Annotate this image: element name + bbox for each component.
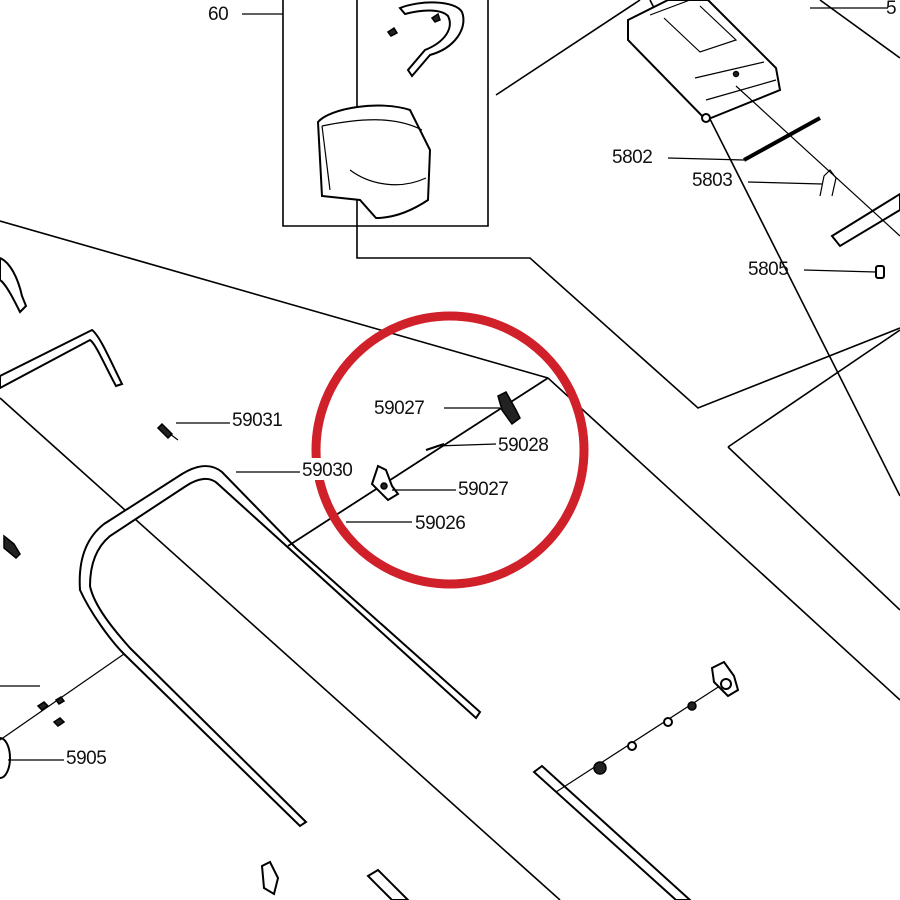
cable-clip-part-59027-lower [370, 464, 400, 502]
grass-bag-part [316, 104, 432, 220]
label-59027-upper: 59027 [374, 398, 424, 419]
label-mask [302, 458, 338, 480]
left-small-parts [0, 534, 66, 727]
label-60: 60 [208, 4, 228, 25]
grass-bag-frame-part [386, 1, 465, 78]
highlight-circle [311, 311, 589, 589]
upper-bracket-part [0, 328, 124, 390]
label-59031: 59031 [232, 410, 282, 431]
cable-clip-part-59027-upper [497, 391, 521, 426]
label-59030: 59030 [302, 460, 352, 481]
label-59028: 59028 [498, 435, 548, 456]
tube-part [830, 192, 900, 248]
clip-part-5803 [819, 169, 837, 197]
label-59027-lower: 59027 [458, 479, 508, 500]
wheel-part-5905 [0, 653, 125, 779]
left-hose-part [0, 256, 28, 314]
lower-handle-part-59030 [78, 465, 482, 828]
pin-part-59028 [425, 443, 445, 451]
bolt-part-59031 [156, 422, 179, 441]
lower-right-axle-assembly [532, 660, 740, 900]
label-5905: 5905 [66, 748, 106, 769]
bottom-parts [260, 860, 410, 900]
linkage-lines [735, 85, 900, 237]
engine-cover-part [627, 0, 782, 123]
label-5803: 5803 [692, 170, 732, 191]
shaft-part-5802 [743, 116, 821, 162]
engine-panel-frame [495, 0, 900, 96]
leader-lines [8, 7, 888, 761]
nut-part-5805 [875, 265, 885, 279]
part-labels: 60 5 5802 5803 5805 59031 59030 59027 59… [66, 0, 897, 769]
label-59026: 59026 [415, 513, 465, 534]
label-5805: 5805 [748, 259, 788, 280]
label-5802: 5802 [612, 147, 652, 168]
label-5-edge: 5 [886, 0, 896, 19]
